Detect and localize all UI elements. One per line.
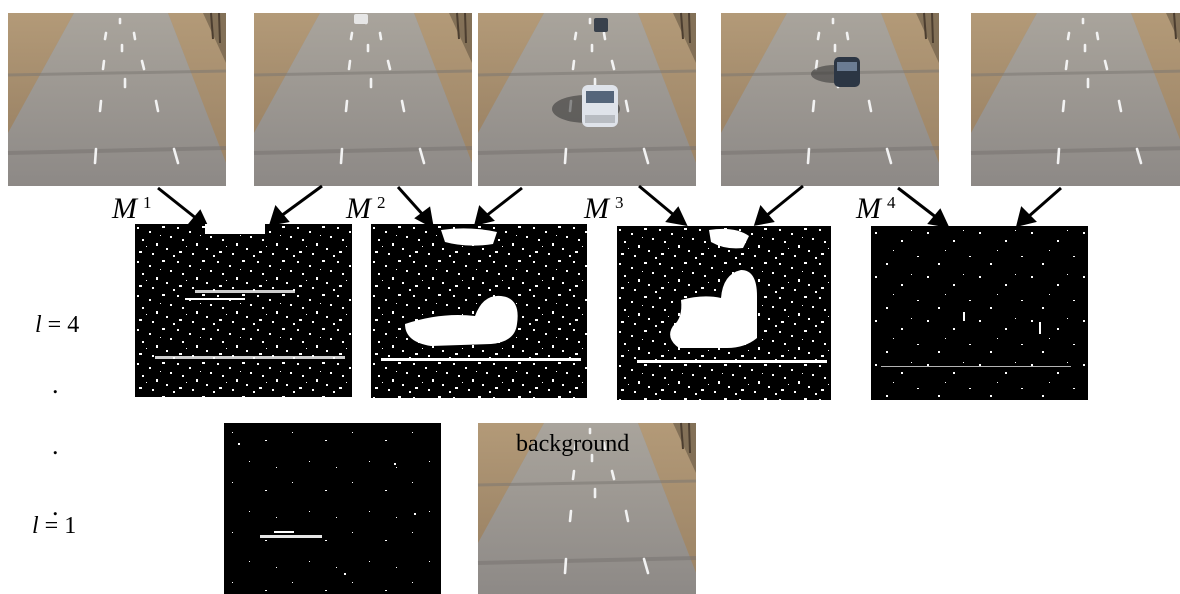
background-label: background [516,431,630,457]
input-frame-1 [6,11,228,188]
distant-car [594,18,608,32]
level-label-top: l = 4 [35,312,80,338]
input-frame-3 [476,11,698,188]
input-frame-5 [969,11,1180,188]
input-frame-2 [252,11,474,188]
mask-level4-1 [135,224,352,397]
ellipsis-dot-1: . [52,370,59,399]
ellipsis-dot-3: . [52,492,59,521]
arrows [157,184,1062,229]
input-frame-4 [719,11,941,188]
mask-level4-3 [617,226,831,400]
mask-level1 [224,423,441,594]
mask-level4-2 [371,224,587,398]
ellipsis-dot-2: . [52,431,59,460]
distant-car [354,14,368,24]
mask-level4-4 [871,226,1088,400]
level-label-bottom: l = 1 [32,513,77,539]
